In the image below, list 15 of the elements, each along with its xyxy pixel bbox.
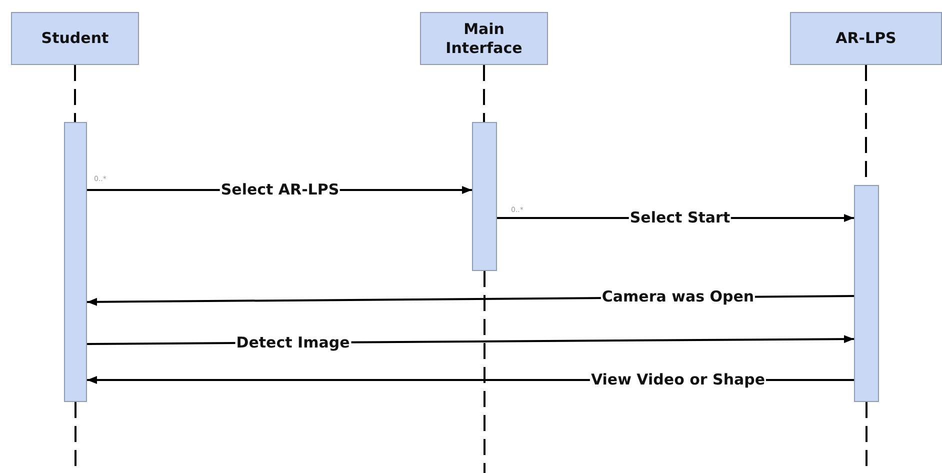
- activation-bar: [854, 185, 879, 402]
- lifeline-header: [11, 12, 139, 65]
- activation-bar: [472, 122, 497, 271]
- edge-label: Detect Image: [235, 334, 351, 352]
- lifeline: [484, 271, 486, 473]
- lifeline-header: [420, 12, 548, 65]
- lifeline-header: [790, 12, 942, 65]
- participant-name: Student: [41, 29, 109, 48]
- participant-name: AR-LPS: [836, 29, 896, 48]
- lifeline: [74, 65, 76, 122]
- lifeline: [483, 65, 485, 122]
- edge-label: View Video or Shape: [590, 372, 766, 388]
- edge-label: Camera was Open: [600, 288, 756, 306]
- participant-name: Main Interface: [444, 20, 524, 58]
- activation-bar: [64, 122, 87, 402]
